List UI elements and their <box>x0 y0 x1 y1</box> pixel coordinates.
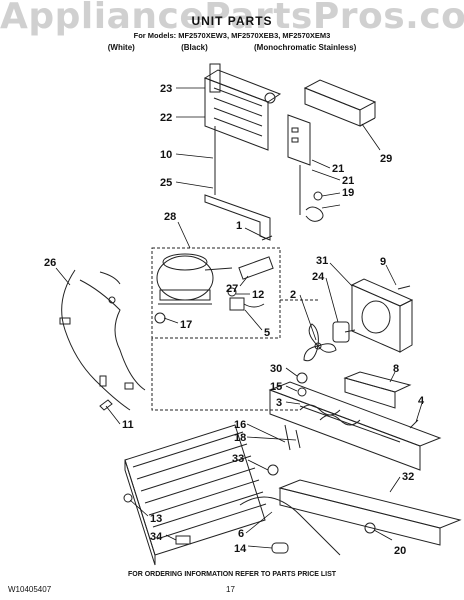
callout-label: 6 <box>238 528 244 540</box>
callout-labels: 23 22 10 25 28 1 26 27 12 17 5 9 31 24 2… <box>44 83 425 557</box>
heater-plate <box>287 114 311 215</box>
callout-label: 31 <box>316 255 328 267</box>
grommet <box>297 387 307 397</box>
drain-trough <box>303 79 377 127</box>
screw <box>99 399 113 411</box>
document-number: W10405407 <box>8 585 52 594</box>
base-platform <box>268 381 442 471</box>
callout-label: 23 <box>160 83 172 95</box>
fan-blade <box>303 323 337 362</box>
compressor-group-outline <box>151 247 281 339</box>
cover-pan <box>278 479 462 546</box>
page-number: 17 <box>226 585 235 594</box>
ordering-note: FOR ORDERING INFORMATION REFER TO PARTS … <box>127 571 337 578</box>
compressor <box>156 253 233 305</box>
drier <box>175 535 191 545</box>
callout-label: 13 <box>150 513 162 525</box>
overload-relay <box>229 256 274 311</box>
callout-label: 19 <box>342 187 354 199</box>
callout-label: 30 <box>270 363 282 375</box>
callout-label: 32 <box>402 471 414 483</box>
callout-label: 12 <box>252 289 264 301</box>
condenser-coil <box>124 424 267 566</box>
dashed-leader <box>151 338 300 411</box>
condenser-bracket <box>343 371 412 409</box>
foot <box>123 493 133 503</box>
callout-label: 11 <box>122 419 134 431</box>
variant-stainless: (Monochromatic Stainless) <box>254 43 357 52</box>
variant-black: (Black) <box>181 43 208 52</box>
callout-label: 14 <box>234 543 247 555</box>
leader-lines <box>55 87 423 549</box>
wiring-harness <box>59 269 146 411</box>
drain-bracket <box>204 126 271 241</box>
callout-label: 22 <box>160 112 172 124</box>
callout-label: 4 <box>418 395 425 407</box>
callout-label: 2 <box>290 289 296 301</box>
callout-label: 1 <box>236 220 242 232</box>
drain-tube <box>295 429 301 449</box>
color-variants: (White) (Black) (Monochromatic Stainless… <box>0 43 464 52</box>
fitting <box>271 542 289 554</box>
page-title: UNIT PARTS <box>191 14 273 28</box>
callout-label: 28 <box>164 211 176 223</box>
clip <box>305 191 324 222</box>
grommet <box>154 312 166 324</box>
watermark: AppliancePartsPros.com <box>0 0 464 37</box>
variant-white: (White) <box>107 43 135 52</box>
fan-motor <box>332 321 356 343</box>
screw <box>409 419 419 429</box>
callout-label: 21 <box>332 163 344 175</box>
callout-label: 5 <box>264 327 270 339</box>
callout-label: 29 <box>380 153 392 165</box>
drain-tube <box>284 424 291 451</box>
screw <box>261 235 273 241</box>
grommet <box>296 372 308 384</box>
callout-label: 33 <box>232 453 244 465</box>
callout-label: 20 <box>394 545 406 557</box>
callout-label: 16 <box>234 419 246 431</box>
callout-label: 25 <box>160 177 172 189</box>
callout-label: 21 <box>342 175 354 187</box>
callout-label: 18 <box>234 432 246 444</box>
grommet <box>364 522 376 534</box>
model-list: For Models: MF2570XEW3, MF2570XEB3, MF25… <box>133 31 331 40</box>
callout-label: 3 <box>276 397 282 409</box>
refrigerant-tube <box>239 496 341 556</box>
callout-label: 26 <box>44 257 56 269</box>
nut <box>227 287 237 297</box>
evaporator-coil <box>203 63 282 151</box>
callout-label: 17 <box>180 319 192 331</box>
screw <box>397 285 411 290</box>
callout-label: 8 <box>393 363 399 375</box>
callout-label: 24 <box>312 271 325 283</box>
callout-label: 34 <box>150 531 163 543</box>
callout-label: 27 <box>226 283 238 295</box>
callout-label: 10 <box>160 149 172 161</box>
callout-label: 9 <box>380 256 386 268</box>
fan-shroud <box>350 278 414 353</box>
callout-label: 15 <box>270 381 282 393</box>
grommet <box>267 464 279 476</box>
